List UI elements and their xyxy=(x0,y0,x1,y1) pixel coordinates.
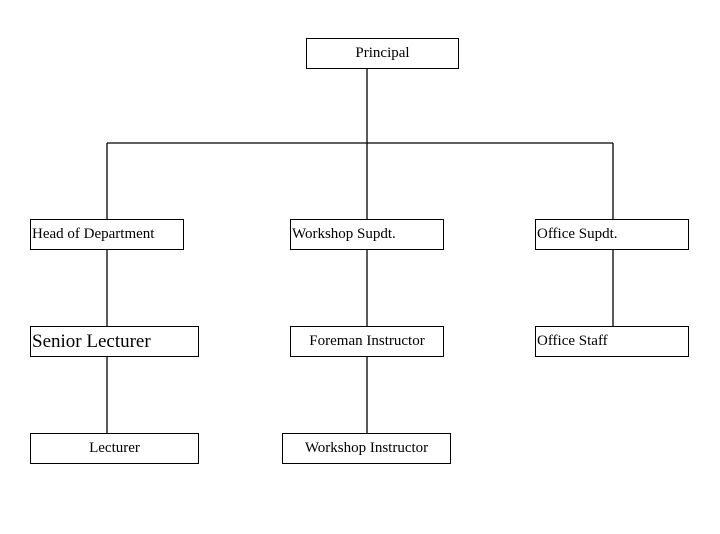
office-staff-box: Office Staff xyxy=(535,326,689,357)
workshop-instructor-box: Workshop Instructor xyxy=(282,433,451,464)
workshop-instructor-label: Workshop Instructor xyxy=(304,440,429,456)
workshop-supdt-label: Workshop Supdt. xyxy=(292,226,396,242)
principal-box: Principal xyxy=(306,38,459,69)
senior-lecturer-label: Senior Lecturer xyxy=(32,331,151,352)
office-supdt-label: Office Supdt. xyxy=(537,226,618,242)
lecturer-label: Lecturer xyxy=(89,440,140,456)
office-staff-label: Office Staff xyxy=(537,333,608,349)
senior-lecturer-box: Senior Lecturer xyxy=(30,326,199,357)
head-of-department-label: Head of Department xyxy=(32,226,155,242)
principal-label: Principal xyxy=(355,45,410,61)
workshop-supdt-box: Workshop Supdt. xyxy=(290,219,444,250)
office-supdt-box: Office Supdt. xyxy=(535,219,689,250)
head-of-department-box: Head of Department xyxy=(30,219,184,250)
lecturer-box: Lecturer xyxy=(30,433,199,464)
foreman-instructor-box: Foreman Instructor xyxy=(290,326,444,357)
foreman-instructor-label: Foreman Instructor xyxy=(309,333,425,349)
